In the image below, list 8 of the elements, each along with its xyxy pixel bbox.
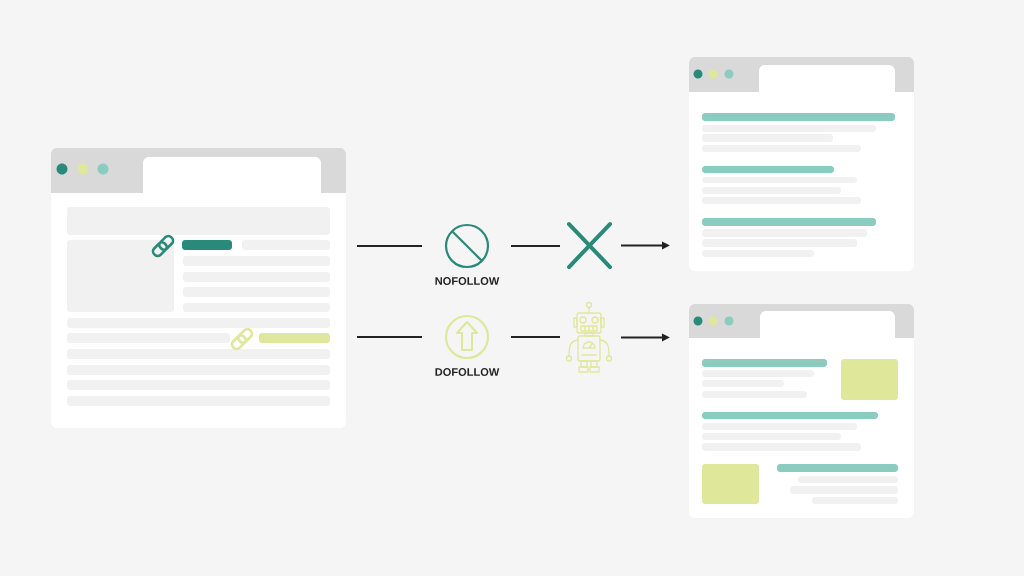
x-mark — [567, 222, 612, 269]
connector-line — [356, 245, 423, 247]
robot-icon — [565, 301, 613, 373]
connector-line — [510, 336, 561, 338]
icon-label: DOFOLLOW — [435, 368, 500, 376]
connector-line — [510, 245, 561, 247]
connector-line — [356, 336, 423, 338]
icon-label: NOFOLLOW — [435, 277, 500, 285]
